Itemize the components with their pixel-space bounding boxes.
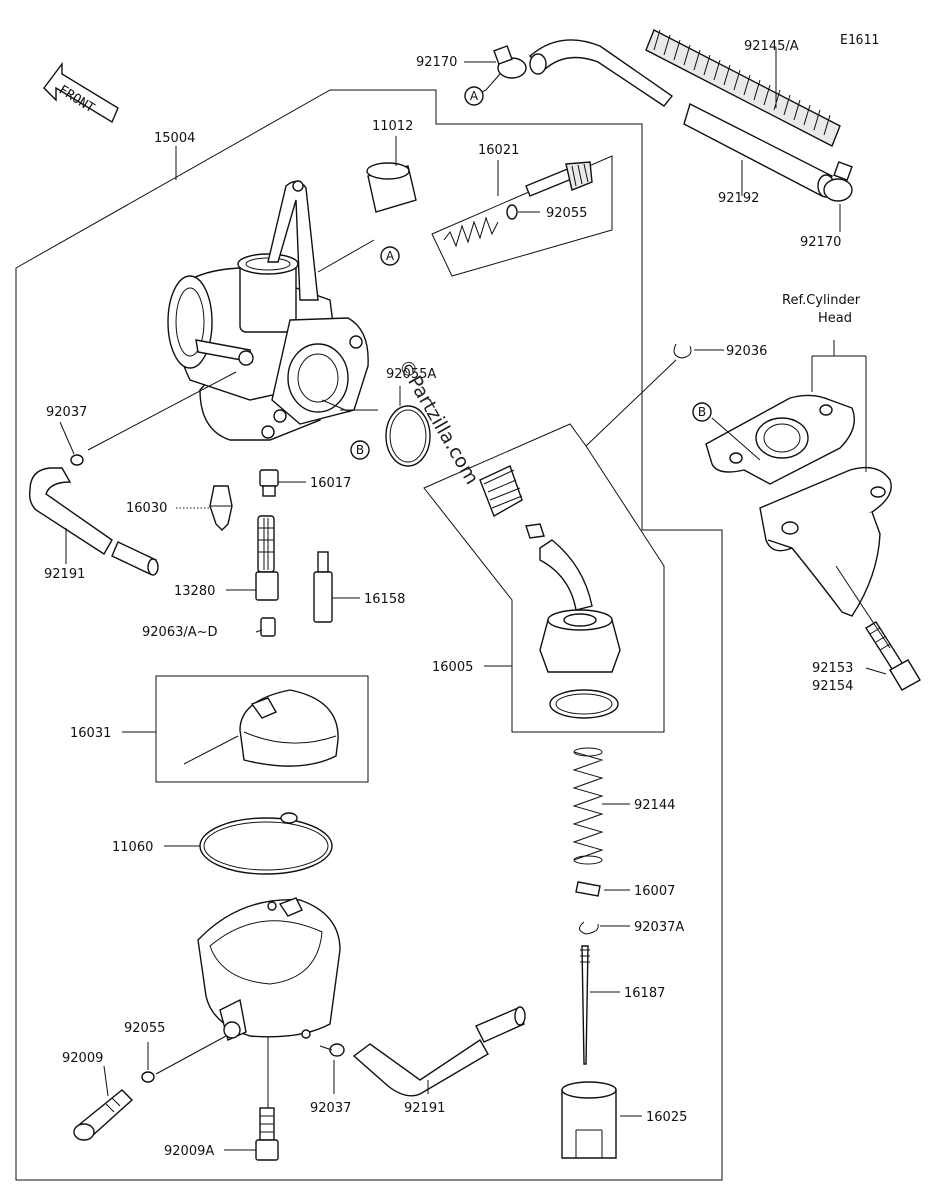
label-16187: 16187 (624, 986, 665, 1001)
clamp-92037-bottom-icon (329, 1043, 345, 1057)
fuel-hose-92191-bottom (352, 1006, 526, 1097)
o-ring-92055A-icon (385, 405, 431, 467)
label-92192: 92192 (718, 191, 759, 206)
label-16030: 16030 (126, 501, 167, 516)
protector-spring-92145 (645, 29, 841, 147)
front-arrow-icon: FRONT (43, 61, 119, 124)
label-92055-bottom: 92055 (124, 1021, 165, 1036)
label-15004: 15004 (154, 131, 195, 146)
spring-92144-icon (572, 747, 604, 865)
callout-a-top: A (464, 86, 484, 106)
label-16025: 16025 (646, 1110, 687, 1125)
ref-cylinder-line-1: Ref.Cylinder (782, 293, 861, 308)
callout-b-body: B (350, 440, 370, 460)
leader-lines (59, 48, 891, 1151)
insulator-flange-icon (705, 394, 892, 617)
label-92063: 92063/A~D (142, 625, 218, 640)
label-92036: 92036 (726, 344, 767, 359)
svg-text:B: B (698, 405, 706, 419)
spring-16021-icon (443, 216, 499, 248)
bolt-92153-icon (865, 621, 921, 691)
main-jet-92063-icon (260, 617, 276, 637)
label-92170-top: 92170 (416, 55, 457, 70)
label-92055-top: 92055 (546, 206, 587, 221)
float-chamber-icon (197, 897, 341, 1041)
label-92145: 92145/A (744, 39, 799, 54)
jet-needle-16187-icon (580, 945, 590, 1065)
screw-92009A-icon (255, 1107, 279, 1161)
label-92170-right: 92170 (800, 235, 841, 250)
ref-cylinder-line-2: Head (818, 311, 852, 326)
label-16158: 16158 (364, 592, 405, 607)
label-92154: 92154 (812, 679, 853, 694)
jet-holder-13280-icon (255, 515, 279, 601)
carburetor-body (167, 180, 369, 441)
throttle-stop-screw-16021-icon (525, 161, 593, 197)
throttle-valve-16025-icon (561, 1081, 617, 1159)
label-92037A: 92037A (634, 920, 684, 935)
label-11012: 11012 (372, 119, 413, 134)
gasket-11060-icon (199, 812, 333, 875)
screw-92009-icon (73, 1089, 134, 1141)
float-16031-icon (183, 689, 339, 767)
label-11060: 11060 (112, 840, 153, 855)
callout-a-body: A (380, 246, 400, 266)
label-92055A: 92055A (386, 367, 436, 382)
label-92009A: 92009A (164, 1144, 214, 1159)
plate-16007-icon (575, 881, 601, 897)
cap-11012-icon (366, 162, 417, 213)
needle-valve-16030-icon (209, 485, 233, 531)
diagram-code: E1611 (840, 33, 879, 48)
clamp-92170-right-icon (823, 161, 853, 202)
label-92153: 92153 (812, 661, 853, 676)
label-92009: 92009 (62, 1051, 103, 1066)
label-92191-left: 92191 (44, 567, 85, 582)
label-92037-left: 92037 (46, 405, 87, 420)
clip-92037A-icon (579, 921, 599, 935)
clip-92036-icon (673, 343, 692, 359)
callout-b-right: B (692, 402, 712, 422)
fuel-hose-92191-left (28, 467, 159, 576)
o-ring-92055-top-icon (506, 204, 518, 220)
svg-text:B: B (356, 443, 364, 457)
o-ring-92055-bottom-icon (141, 1071, 155, 1083)
label-13280: 13280 (174, 584, 215, 599)
clamp-92170-top-icon (493, 45, 527, 79)
label-92037-bottom: 92037 (310, 1101, 351, 1116)
label-92144: 92144 (634, 798, 675, 813)
part-labels: 92170 92145/A 92192 92170 15004 11012 16… (44, 39, 861, 1159)
choke-assembly-box (423, 423, 665, 733)
svg-text:A: A (470, 89, 479, 103)
clamp-92037-left-icon (70, 454, 84, 466)
svg-text:A: A (386, 249, 395, 263)
label-16031: 16031 (70, 726, 111, 741)
label-16021: 16021 (478, 143, 519, 158)
label-16007: 16007 (634, 884, 675, 899)
choke-cap-16005-icon (479, 465, 621, 719)
label-16017: 16017 (310, 476, 351, 491)
pilot-jet-16017-icon (259, 469, 279, 497)
needle-jet-16158-icon (313, 551, 333, 623)
label-92191-bottom: 92191 (404, 1101, 445, 1116)
float-box (155, 675, 369, 783)
label-16005: 16005 (432, 660, 473, 675)
carburetor-assembly-outline (15, 89, 723, 1181)
